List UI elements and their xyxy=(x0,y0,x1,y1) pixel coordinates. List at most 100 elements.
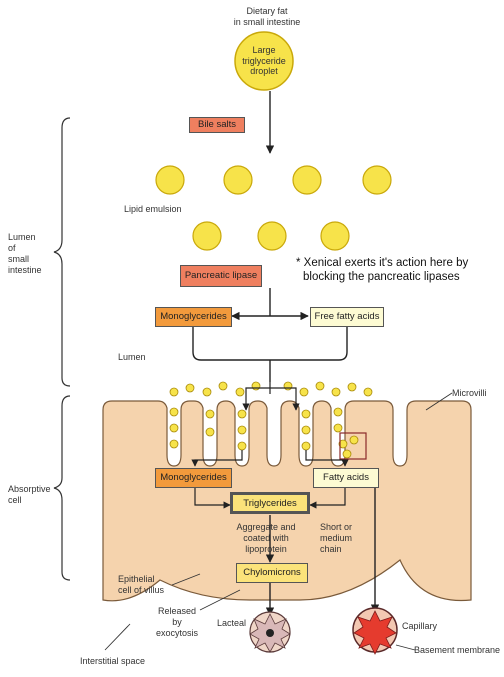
short-chain-line: chain xyxy=(320,544,342,554)
leader-interstitial xyxy=(104,623,131,651)
droplet-line-1: Large xyxy=(252,45,276,56)
released-line: exocytosis xyxy=(155,628,199,638)
lacteal-label: Lacteal xyxy=(217,618,247,628)
droplet xyxy=(237,425,247,435)
triglyceride-droplet xyxy=(234,31,294,91)
epithelial-line: Epithelial xyxy=(118,574,155,584)
emulsion-droplet xyxy=(362,165,392,195)
absorptive-cell-line: Absorptive xyxy=(8,484,51,494)
released-label: Released by exocytosis xyxy=(150,606,204,639)
epithelial-line: cell of villus xyxy=(118,585,165,595)
chylomicrons-box: Chylomicrons xyxy=(236,563,308,583)
absorptive-cell-label: Absorptive cell xyxy=(8,484,51,506)
droplet xyxy=(205,409,215,419)
triglycerides-box: Triglycerides xyxy=(230,492,310,514)
lumen-bracket xyxy=(53,117,71,387)
droplet xyxy=(331,387,341,397)
aggregate-line: lipoprotein xyxy=(245,544,287,554)
droplet-line-3: droplet xyxy=(250,66,278,77)
basement-membrane-label: Basement membrane xyxy=(414,645,501,655)
leader-released xyxy=(199,589,241,611)
short-chain-label: Short or medium chain xyxy=(320,522,352,555)
aggregate-label: Aggregate and coated with lipoprotein xyxy=(232,522,300,555)
interstitial-space-label: Interstitial space xyxy=(80,656,146,666)
aggregate-line: Aggregate and xyxy=(236,522,296,532)
header-line-1: Dietary fat xyxy=(246,6,288,16)
droplet xyxy=(169,407,179,417)
leader-microvilli xyxy=(425,392,453,411)
lumen-region-line: intestine xyxy=(8,265,42,275)
droplet xyxy=(342,449,352,459)
monoglycerides-lumen-box: Monoglycerides xyxy=(155,307,232,327)
emulsion-droplet xyxy=(155,165,185,195)
droplet xyxy=(301,425,311,435)
droplet-label: Large triglyceride droplet xyxy=(235,30,293,92)
droplet xyxy=(169,439,179,449)
droplet xyxy=(237,409,247,419)
arrow-to-fatty-acids xyxy=(305,450,349,467)
emulsion-row-1 xyxy=(155,165,392,195)
emulsion-droplet xyxy=(292,165,322,195)
droplet xyxy=(283,381,293,391)
lumen-region-label: Lumen of small intestine xyxy=(8,232,42,276)
lumen-region-line: Lumen xyxy=(8,232,36,242)
droplet xyxy=(251,381,261,391)
arrow-fa-to-tg xyxy=(309,488,346,509)
fatty-acids-box: Fatty acids xyxy=(313,468,379,488)
absorptive-cell-line: cell xyxy=(8,495,22,505)
lumen-label: Lumen xyxy=(118,352,146,362)
arrow-to-monoglycerides xyxy=(191,450,243,467)
droplet xyxy=(301,409,311,419)
emulsion-row-2 xyxy=(192,221,350,251)
cell-entry-arrows xyxy=(245,382,297,398)
lumen-region-line: of xyxy=(8,243,16,253)
droplet xyxy=(169,387,179,397)
lumen-region-line: small xyxy=(8,254,30,264)
capillary-label: Capillary xyxy=(402,621,438,631)
droplet xyxy=(169,423,179,433)
small-droplets xyxy=(169,381,373,459)
emulsion-droplet xyxy=(257,221,287,251)
aggregate-line: coated with xyxy=(243,533,289,543)
droplet xyxy=(347,382,357,392)
droplet xyxy=(235,387,245,397)
capillary xyxy=(352,607,398,655)
droplet xyxy=(363,387,373,397)
free-fatty-acids-box: Free fatty acids xyxy=(310,307,384,327)
droplet xyxy=(338,439,348,449)
xenical-note: * Xenical exerts it's action here by blo… xyxy=(296,256,468,284)
short-chain-line: medium xyxy=(320,533,353,543)
droplet xyxy=(349,435,359,445)
droplet xyxy=(333,423,343,433)
droplet xyxy=(315,381,325,391)
header-line-2: in small intestine xyxy=(233,17,301,27)
lipid-emulsion-label: Lipid emulsion xyxy=(124,204,182,214)
merge-lines xyxy=(192,327,348,361)
released-line: Released xyxy=(157,606,197,616)
arrow-mono-to-tg xyxy=(194,488,231,509)
leader-basement xyxy=(395,644,416,651)
droplet xyxy=(333,407,343,417)
emulsion-droplet xyxy=(192,221,222,251)
pancreatic-lipase-box: Pancreatic lipase xyxy=(180,265,262,287)
emulsion-droplet xyxy=(223,165,253,195)
droplet xyxy=(299,387,309,397)
droplet xyxy=(218,381,228,391)
droplet xyxy=(237,441,247,451)
leader-epithelial xyxy=(171,573,201,586)
droplet xyxy=(301,441,311,451)
emulsion-droplet xyxy=(320,221,350,251)
short-chain-line: Short or xyxy=(320,522,353,532)
xenical-note-line-1: * Xenical exerts it's action here by xyxy=(296,257,469,269)
monoglycerides-cell-box: Monoglycerides xyxy=(155,468,232,488)
epithelial-label: Epithelial cell of villus xyxy=(118,574,164,596)
droplet xyxy=(185,383,195,393)
lacteal xyxy=(249,611,291,653)
droplet xyxy=(202,387,212,397)
absorptive-bracket xyxy=(53,395,71,581)
droplet-line-2: triglyceride xyxy=(242,55,286,66)
released-line: by xyxy=(172,617,182,627)
microvillus-highlight xyxy=(339,432,367,460)
header-label: Dietary fat in small intestine xyxy=(233,6,301,28)
